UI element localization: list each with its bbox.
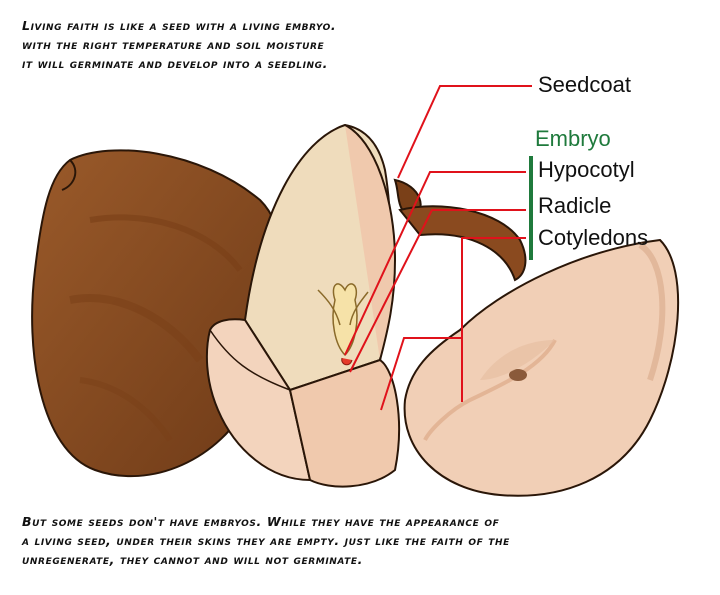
caption-top-line: it will germinate and develop into a see… (22, 56, 328, 71)
cotyledon-right (403, 238, 680, 497)
caption-top: Living faith is like a seed with a livin… (22, 16, 336, 73)
caption-bottom-line: unregenerate, they cannot and will not g… (22, 552, 363, 567)
leader-seedcoat (397, 85, 532, 179)
caption-top-line: with the right temperature and soil mois… (22, 37, 325, 52)
embryo-bracket (529, 156, 533, 260)
label-embryo: Embryo (535, 126, 611, 151)
leader-lines (344, 85, 532, 411)
leader-cotyledons (461, 237, 526, 402)
leader-radicle (349, 209, 526, 373)
caption-bottom-line: a living seed, under their skins they ar… (22, 533, 510, 548)
seedcoat-flap (393, 178, 527, 282)
label-hypocotyl: Hypocotyl (538, 157, 635, 182)
caption-bottom: But some seeds don't have embryos. While… (22, 512, 510, 569)
label-radicle: Radicle (538, 193, 612, 218)
embryo (317, 283, 369, 366)
leader-hypocotyl (344, 171, 526, 356)
label-cotyledons: Cotyledons (538, 225, 649, 250)
label-seedcoat: Seedcoat (538, 72, 631, 97)
caption-top-line: Living faith is like a seed with a livin… (22, 18, 337, 33)
caption-bottom-line: But some seeds don't have embryos. While… (22, 514, 500, 529)
leader-cotyledons-left (380, 337, 462, 411)
